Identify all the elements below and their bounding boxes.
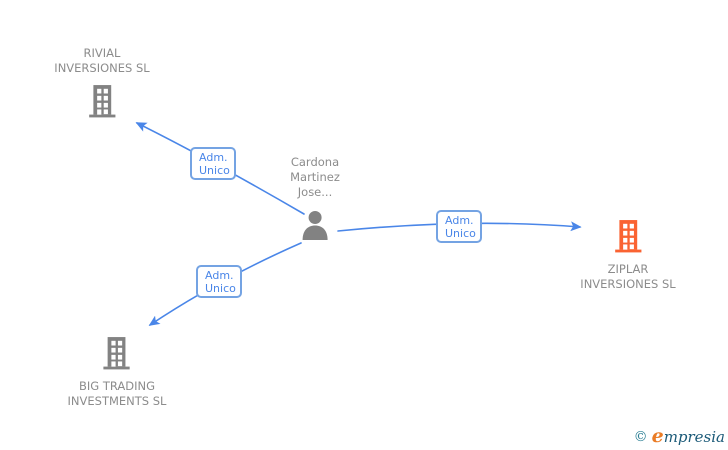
person-name: Cardona Martinez Jose... [290,155,340,199]
company-node-rivial[interactable]: RIVIAL INVERSIONES SL [54,46,150,119]
edge-label-adm-unico-big-trading[interactable]: Adm. Unico [196,265,242,298]
edge-label-adm-unico-ziplar[interactable]: Adm. Unico [436,210,482,243]
brand-lead-letter: e [651,425,664,447]
company-node-ziplar[interactable]: ZIPLAR INVERSIONES SL [580,218,676,292]
building-icon [88,85,116,118]
person-node[interactable]: Cardona Martinez Jose... [290,155,340,241]
company-node-big-trading[interactable]: BIG TRADING INVESTMENTS SL [67,335,167,409]
company-label-rivial: RIVIAL INVERSIONES SL [54,46,150,75]
edge-label-adm-unico-rivial[interactable]: Adm. Unico [190,147,236,180]
brand-text: mpresia [663,428,725,446]
empresia-logo: ©empresia [634,425,725,447]
copyright-icon: © [633,429,648,445]
company-label-ziplar: ZIPLAR INVERSIONES SL [580,262,676,291]
person-icon [302,211,328,240]
building-icon [103,337,131,370]
company-label-big-trading: BIG TRADING INVESTMENTS SL [67,379,167,408]
building-icon [614,220,642,253]
